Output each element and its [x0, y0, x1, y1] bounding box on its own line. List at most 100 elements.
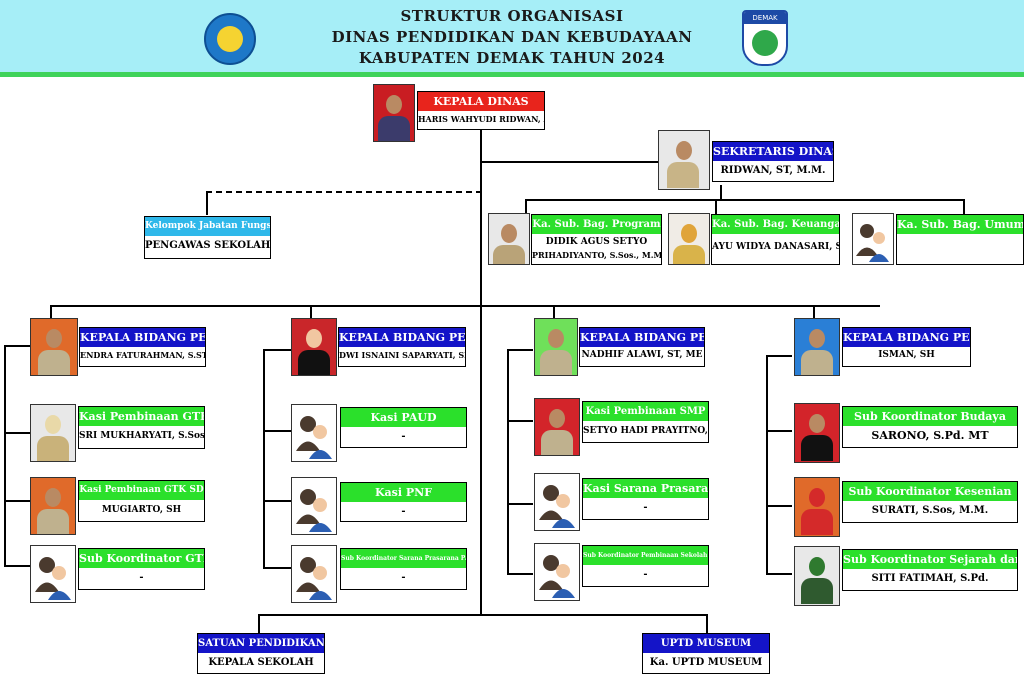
subbag-keuangan-box: Ka. Sub. Bag. Keuangan AYU WIDYA DANASAR…: [711, 214, 840, 265]
sarpras-sdsmp-title: Kasi Sarana Prasarana SD dan SMP: [583, 479, 708, 498]
gtk-sd-name: MUGIARTO, SH: [101, 505, 182, 515]
kasi-smp-photo: [534, 398, 580, 456]
gtk-tk-photo: [30, 404, 76, 462]
kasi-smp-box: Kasi Pembinaan SMP SETYO HADI PRAYITNO, …: [582, 401, 709, 443]
kasi-smp-name: SETYO HADI PRAYITNO, SE: [583, 426, 708, 436]
bidang-gtk-photo: [30, 318, 78, 376]
bidang-kebudayaan-box: KEPALA BIDANG PEMBINAAN KEBUDAYAAN ISMAN…: [842, 327, 971, 367]
subbag-bar: [525, 199, 965, 201]
gtk-smp-placeholder-icon: [30, 545, 76, 603]
header-banner: [0, 0, 1024, 72]
satuan-pendidikan-name: KEPALA SEKOLAH: [208, 657, 314, 668]
sejarah-box: Sub Koordinator Sejarah dan Cagar Budaya…: [842, 549, 1018, 591]
kesenian-title: Sub Koordinator Kesenian: [843, 482, 1017, 501]
kasi-paud-title: Kasi PAUD: [341, 408, 466, 427]
sekretaris-photo: [658, 130, 710, 190]
fungsional-box: Kelompok Jabatan Fungsional PENGAWAS SEK…: [144, 216, 271, 259]
bidang-gtk-name: ENDRA FATURAHMAN, S.STP. M.Si: [80, 350, 205, 360]
satuan-pendidikan-title: SATUAN PENDIDIKAN: [198, 634, 324, 653]
title-line-2: DINAS PENDIDIKAN DAN KEBUDAYAAN: [331, 28, 693, 46]
kasi-pnf-placeholder-icon: [291, 477, 337, 535]
subbag-program-title: Ka. Sub. Bag. Program: [532, 215, 661, 234]
sekretaris-drop: [720, 185, 722, 200]
gtk-sd-title: Kasi Pembinaan GTK SD: [79, 481, 204, 500]
budaya-box: Sub Koordinator Budaya SARONO, S.Pd. MT: [842, 406, 1018, 448]
subbag-umum-box: Ka. Sub. Bag. Umum dan Kepegawaian: [896, 214, 1024, 265]
bidang-sdsmp-box: KEPALA BIDANG PEMBINAAN SD DAN SMP NADHI…: [579, 327, 705, 367]
subbag-keuangan-title: Ka. Sub. Bag. Keuangan: [712, 215, 839, 234]
kasi-pnf-title: Kasi PNF: [341, 483, 466, 502]
bidang-gtk-box: KEPALA BIDANG PEMBINAAN GTK ENDRA FATURA…: [79, 327, 206, 367]
bidang-paud-photo: [291, 318, 337, 376]
kesenian-box: Sub Koordinator Kesenian SURATI, S.Sos, …: [842, 481, 1018, 523]
bidang-kebudayaan-name: ISMAN, SH: [878, 350, 935, 360]
gtk-tk-name: SRI MUKHARYATI, S.Sos.: [79, 431, 204, 441]
kesenian-photo: [794, 477, 840, 537]
kasi-pnf-name: -: [401, 506, 406, 517]
uptd-museum-box: UPTD MUSEUM Ka. UPTD MUSEUM: [642, 633, 770, 674]
sarpras-sdsmp-name: -: [643, 502, 648, 513]
fungsional-name: PENGAWAS SEKOLAH: [145, 240, 270, 251]
sarpras-paud-box: Sub Koordinator Sarana Prasarana PAUD da…: [340, 548, 467, 590]
bidang-kebudayaan-photo: [794, 318, 840, 376]
bottom-bar: [258, 614, 708, 616]
gtk-smp-title: Sub Koordinator GTK SMP: [79, 549, 204, 568]
title-line-3: KABUPATEN DEMAK TAHUN 2024: [358, 49, 666, 67]
subbag-program-photo: [488, 213, 530, 265]
sekretaris-name: RIDWAN, ST, M.M.: [720, 165, 826, 176]
kasi-paud-box: Kasi PAUD -: [340, 407, 467, 448]
satuan-pendidikan-box: SATUAN PENDIDIKAN KEPALA SEKOLAH: [197, 633, 325, 674]
sejarah-photo: [794, 546, 840, 606]
pembinaan-sd-placeholder-icon: [534, 543, 580, 601]
sarpras-paud-placeholder-icon: [291, 545, 337, 603]
budaya-name: SARONO, S.Pd. MT: [871, 429, 989, 442]
kasi-pnf-box: Kasi PNF -: [340, 482, 467, 522]
pembinaan-sd-name: -: [643, 569, 648, 580]
main-trunk-line: [480, 129, 482, 615]
gtk-smp-box: Sub Koordinator GTK SMP -: [78, 548, 205, 590]
sarpras-sdsmp-box: Kasi Sarana Prasarana SD dan SMP -: [582, 478, 709, 520]
sekretaris-title: SEKRETARIS DINAS: [713, 142, 833, 161]
fungsional-drop: [206, 191, 208, 215]
kepala-dinas-name: HARIS WAHYUDI RIDWAN, AP, M.Si: [418, 114, 544, 124]
bidang-paud-name: DWI ISNAINI SAPARYATI, SIP, MT.: [339, 350, 465, 360]
subbag-umum-title: Ka. Sub. Bag. Umum dan Kepegawaian: [897, 215, 1023, 234]
title-line-1: STRUKTUR ORGANISASI: [400, 7, 624, 25]
gtk-tk-title: Kasi Pembinaan GTK TK dan PNF: [79, 407, 204, 426]
kepala-dinas-photo: [373, 84, 415, 142]
sejarah-title: Sub Koordinator Sejarah dan Cagar Budaya: [843, 550, 1017, 569]
sekretaris-connector: [480, 161, 660, 163]
budaya-title: Sub Koordinator Budaya: [843, 407, 1017, 426]
sarpras-paud-name: -: [401, 572, 406, 583]
bidang-paud-box: KEPALA BIDANG PEMBINAAN PAUD DAN PNF DWI…: [338, 327, 466, 367]
kepala-dinas-box: KEPALA DINAS HARIS WAHYUDI RIDWAN, AP, M…: [417, 91, 545, 130]
uptd-museum-title: UPTD MUSEUM: [643, 634, 769, 653]
gtk-sd-box: Kasi Pembinaan GTK SD MUGIARTO, SH: [78, 480, 205, 522]
subbag-umum-placeholder-icon: [852, 213, 894, 265]
subbag-program-name-1: DIDIK AGUS SETYO: [545, 237, 648, 247]
kasi-paud-placeholder-icon: [291, 404, 337, 462]
fungsional-title: Kelompok Jabatan Fungsional: [145, 217, 270, 236]
subbag-keuangan-name: AYU WIDYA DANASARI, SE: [712, 242, 839, 252]
budaya-photo: [794, 403, 840, 463]
subbag-program-name-2: PRIHADIYANTO, S.Sos., M.M: [532, 250, 661, 260]
kasi-paud-name: -: [401, 431, 406, 442]
bidang-gtk-title: KEPALA BIDANG PEMBINAAN GTK: [80, 328, 205, 347]
kemendikbud-logo-icon: [204, 13, 256, 65]
kepala-dinas-title: KEPALA DINAS: [418, 92, 544, 111]
bidang-paud-title: KEPALA BIDANG PEMBINAAN PAUD DAN PNF: [339, 328, 465, 347]
pembinaan-sd-box: Sub Koordinator Pembinaan Sekolah Dasar …: [582, 545, 709, 587]
demak-logo-icon: DEMAK: [742, 10, 788, 66]
gtk-smp-name: -: [139, 572, 144, 583]
gtk-sd-photo: [30, 477, 76, 535]
header-divider: [0, 72, 1024, 77]
subbag-keuangan-photo: [668, 213, 710, 265]
gtk-tk-box: Kasi Pembinaan GTK TK dan PNF SRI MUKHAR…: [78, 406, 205, 449]
bidang-bar: [50, 305, 880, 307]
sejarah-name: SITI FATIMAH, S.Pd.: [871, 573, 989, 584]
subbag-program-box: Ka. Sub. Bag. Program DIDIK AGUS SETYO P…: [531, 214, 662, 265]
fungsional-dashed-line: [206, 191, 482, 193]
bidang-sdsmp-photo: [534, 318, 578, 376]
kasi-smp-title: Kasi Pembinaan SMP: [583, 402, 708, 421]
sarpras-sdsmp-placeholder-icon: [534, 473, 580, 531]
